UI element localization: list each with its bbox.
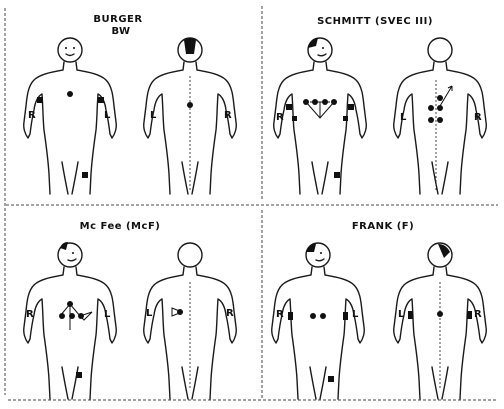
figure-back-mcfee: L R: [144, 243, 237, 399]
electrode-dot-icon: [37, 97, 43, 103]
torso-outline: [24, 267, 117, 399]
figure-back-burger: L R: [144, 38, 237, 194]
panel-title-mcfee: Mc Fee (McF): [80, 221, 161, 232]
figure-back-schmitt: L R: [394, 38, 487, 194]
panel-mcfee: Mc Fee (McF) R L: [24, 221, 237, 399]
side-label-left: L: [352, 309, 359, 320]
head-back-icon: [178, 243, 202, 267]
eye-icon: [322, 47, 324, 49]
panel-burger: BURGER BW R L L: [24, 14, 237, 194]
eye-icon: [73, 47, 75, 49]
figure-back-frank: L R: [394, 243, 487, 399]
figure-front-frank: R L: [272, 243, 365, 399]
electrode-dot-icon: [437, 311, 443, 317]
electrode-dot-icon: [310, 313, 316, 319]
hair-icon: [184, 38, 196, 54]
panel-title-schmitt: SCHMITT (SVEC III): [317, 16, 433, 27]
electrode-dot-icon: [312, 99, 318, 105]
side-label-right: R: [224, 110, 232, 121]
panel-dividers: [5, 6, 498, 400]
electrode-dot-icon: [334, 172, 340, 178]
electrode-dot-icon: [331, 99, 337, 105]
electrode-dot-icon: [292, 116, 297, 121]
panel-frank: FRANK (F) R L: [272, 221, 487, 399]
side-label-left: L: [398, 309, 405, 320]
electrode-dot-icon: [322, 99, 328, 105]
electrode-dot-icon: [69, 313, 75, 319]
side-label-left: L: [150, 110, 157, 121]
electrode-dot-icon: [348, 104, 354, 110]
torso-outline: [394, 62, 487, 194]
electrode-dot-icon: [78, 313, 84, 319]
panel-title-burger-line2: BW: [111, 26, 130, 37]
head-back-icon: [428, 38, 452, 62]
face-icon: [58, 38, 82, 62]
electrode-dot-icon: [288, 312, 293, 320]
side-label-right: R: [474, 309, 482, 320]
side-label-right: R: [28, 110, 36, 121]
eye-icon: [320, 252, 322, 254]
lead-connection-lines: [306, 102, 334, 118]
electrode-dot-icon: [286, 104, 292, 110]
panel-title-burger-line1: BURGER: [93, 14, 142, 25]
side-label-right: R: [276, 112, 284, 123]
figure-front-schmitt: R: [274, 38, 367, 194]
electrode-dot-icon: [408, 311, 413, 319]
electrode-dot-icon: [343, 116, 348, 121]
side-label-right: R: [276, 309, 284, 320]
torso-outline: [272, 267, 365, 399]
electrode-dot-icon: [343, 312, 348, 320]
electrode-dot-icon: [67, 301, 73, 307]
electrode-dot-icon: [437, 117, 443, 123]
figure-front-mcfee: R L: [24, 242, 117, 399]
electrode-dot-icon: [187, 102, 193, 108]
side-label-right: R: [226, 308, 234, 319]
electrode-dot-icon: [428, 105, 434, 111]
electrode-dot-icon: [467, 311, 472, 319]
torso-outline: [274, 62, 367, 194]
electrode-dot-icon: [437, 105, 443, 111]
electrode-dot-icon: [82, 172, 88, 178]
electrode-dot-icon: [328, 376, 334, 382]
side-label-left: L: [104, 309, 111, 320]
eye-icon: [65, 47, 67, 49]
panel-title-frank: FRANK (F): [352, 221, 414, 232]
electrode-dot-icon: [303, 99, 309, 105]
side-label-left: L: [104, 110, 111, 121]
eye-icon: [72, 252, 74, 254]
electrode-dot-icon: [428, 117, 434, 123]
panel-schmitt: SCHMITT (SVEC III) R: [274, 16, 487, 194]
side-label-right: R: [26, 309, 34, 320]
electrode-dot-icon: [98, 97, 104, 103]
torso-outline: [24, 62, 117, 194]
electrode-dot-icon: [437, 95, 443, 101]
electrode-dot-icon: [177, 309, 183, 315]
side-label-left: L: [400, 112, 407, 123]
side-label-left: L: [146, 308, 153, 319]
figure-front-burger: R L: [24, 38, 117, 194]
side-label-right: R: [474, 112, 482, 123]
electrode-dot-icon: [320, 313, 326, 319]
electrode-dot-icon: [67, 91, 73, 97]
electrode-dot-icon: [76, 372, 82, 378]
electrode-dot-icon: [59, 313, 65, 319]
